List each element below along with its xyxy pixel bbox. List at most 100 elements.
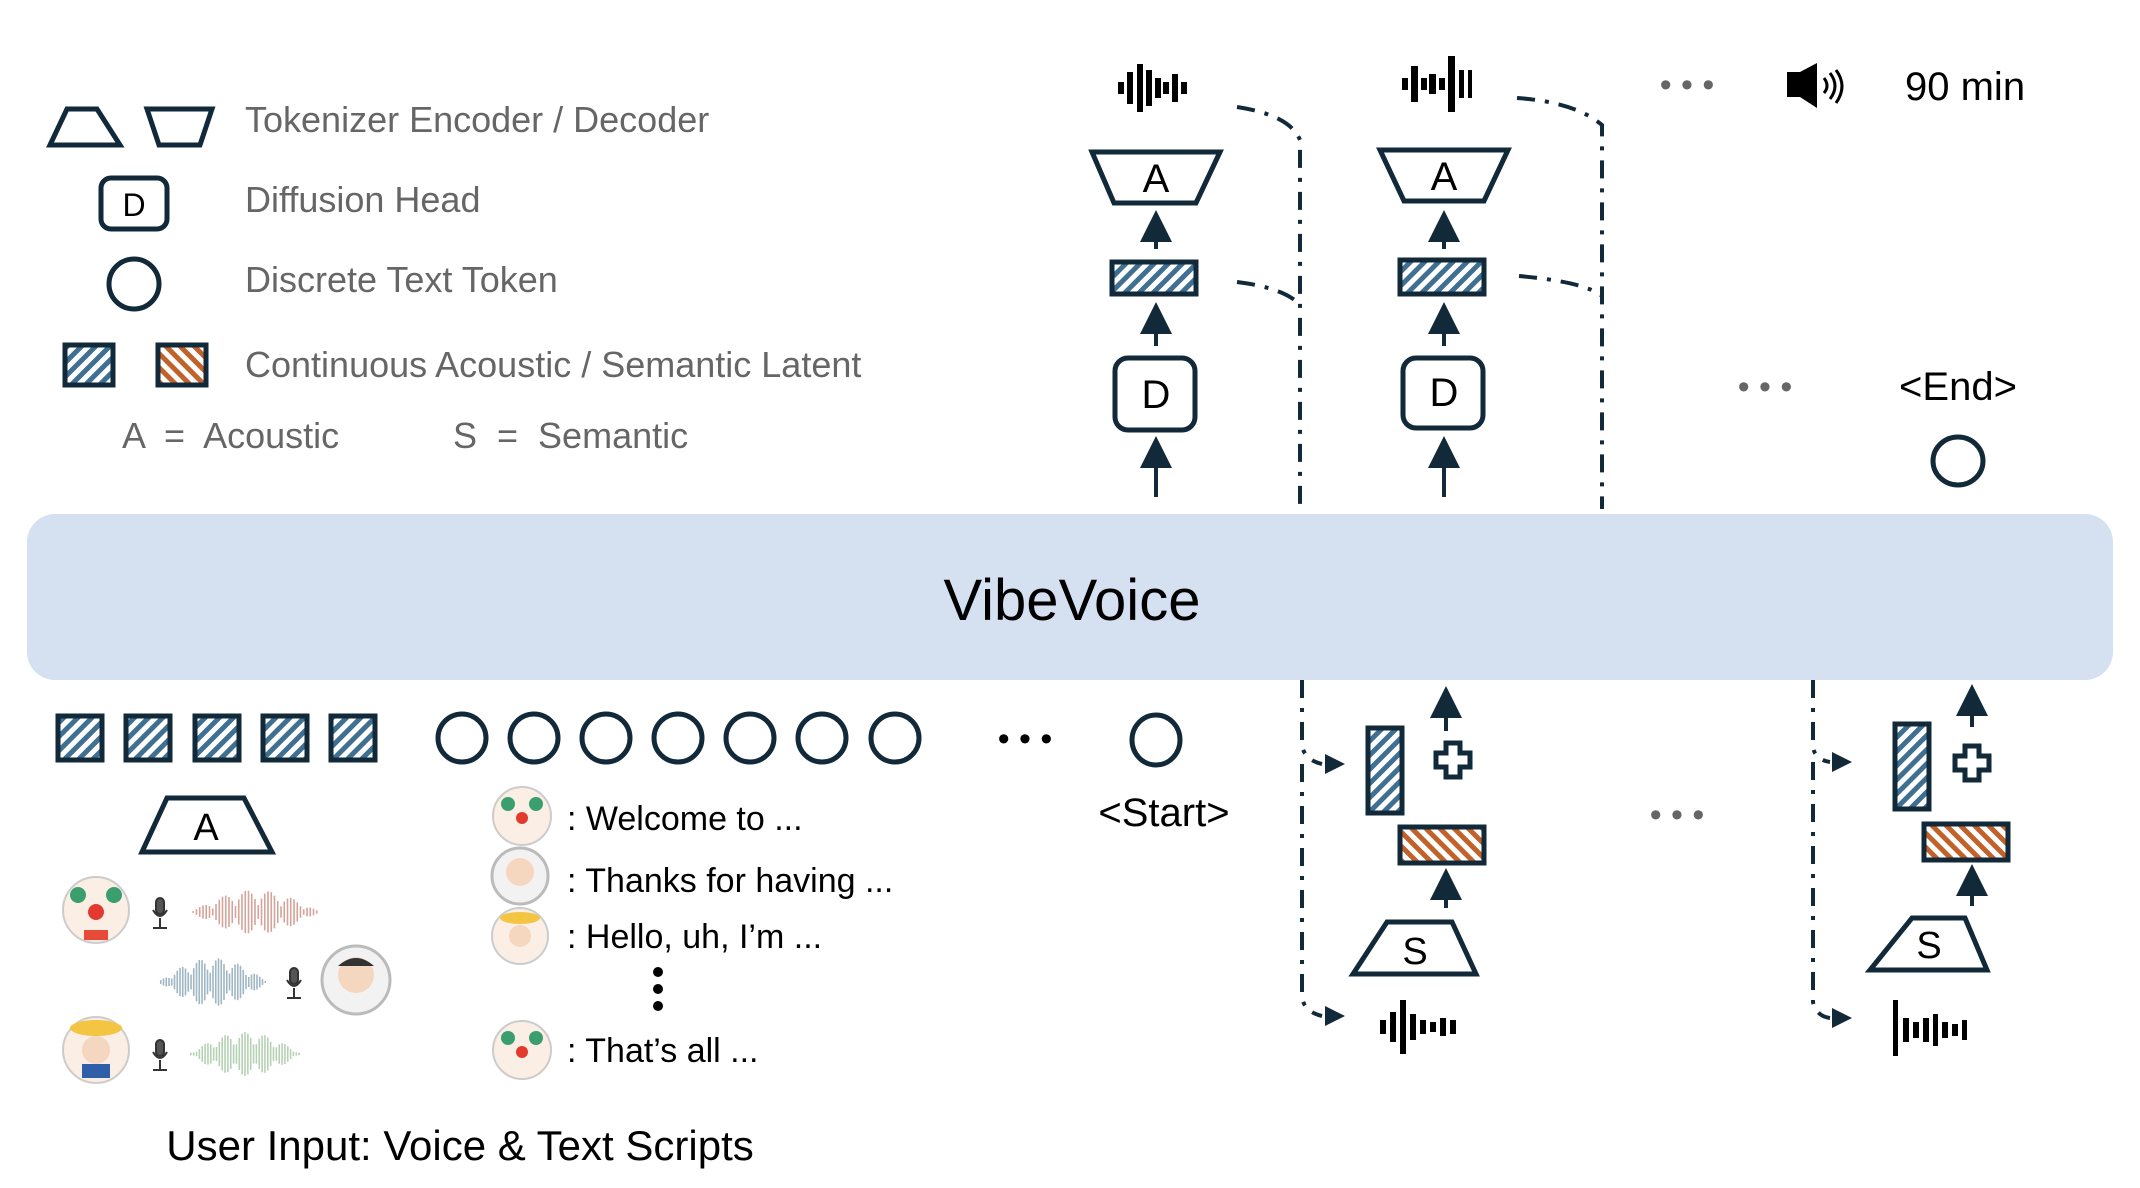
semantic-encoder-label: S [1402, 931, 1427, 973]
waveform-astronaut [159, 958, 267, 1006]
script-text: : Welcome to ... [567, 800, 803, 838]
legend-decoder-icon [143, 106, 216, 148]
acoustic-latent-token [123, 713, 173, 763]
text-token [579, 711, 633, 765]
acoustic-latent [1892, 721, 1932, 812]
acoustic-latent-token [260, 713, 310, 763]
semantic-latent [1397, 824, 1487, 866]
legend-acoustic-latent-icon [62, 342, 116, 388]
arrow-head [1325, 754, 1345, 774]
semantic-encoder: S [1864, 915, 1991, 973]
end-token-label: <End> [1899, 365, 2017, 409]
arrow-head [1832, 1008, 1852, 1028]
microphone-icon [152, 1039, 168, 1071]
legend-semantic-latent-icon [155, 342, 209, 388]
voice-latent-tokens [55, 713, 378, 763]
script-line: : That’s all ... [492, 1020, 759, 1080]
feedback-line [1300, 680, 1323, 766]
acoustic-latent-token [55, 713, 105, 763]
legend-acoustic-def: A = Acoustic [122, 415, 339, 456]
arrow-head [1325, 1006, 1345, 1026]
acoustic-decoder: A [1088, 149, 1224, 206]
legend-tokenizer-label: Tokenizer Encoder / Decoder [245, 99, 709, 140]
feedback-line [1300, 764, 1323, 1018]
end-token [1930, 434, 1986, 488]
plus-icon [1433, 740, 1473, 780]
text-token [723, 711, 777, 765]
waveform-icon [1402, 56, 1472, 112]
script-line: : Hello, uh, I’m ... [491, 907, 822, 965]
plus-icon [1952, 743, 1992, 783]
input-column-1: S [1300, 680, 1487, 1054]
script-text: : Thanks for having ... [567, 862, 893, 900]
model-name: VibeVoice [944, 568, 1201, 633]
duration-label: 90 min [1905, 65, 2025, 109]
arrow-head [1832, 752, 1852, 772]
legend-text-token-icon [106, 256, 162, 312]
acoustic-decoder: A [1376, 147, 1512, 204]
legend-encoder-icon [46, 106, 125, 148]
waveform-icon [1118, 64, 1187, 112]
legend-diffusion-glyph: D [122, 187, 145, 223]
script-list: : Welcome to ... : Thanks for having ...… [490, 786, 893, 1080]
legend-semantic-def: S = Semantic [453, 415, 688, 456]
text-token [507, 711, 561, 765]
acoustic-decoder-label: A [1431, 155, 1458, 199]
script-line: : Welcome to ... [492, 786, 803, 846]
waveform-icon [1893, 1000, 1967, 1056]
waveform-farmer [190, 1032, 300, 1076]
acoustic-latent [1109, 259, 1199, 297]
diffusion-head-label: D [1430, 371, 1459, 415]
text-token [651, 711, 705, 765]
acoustic-latent-token [192, 713, 242, 763]
voice-prompt-astronaut [159, 944, 392, 1016]
acoustic-latent [1397, 257, 1487, 297]
output-column-1: A D [1088, 64, 1224, 497]
legend-diffusion-icon: D [98, 175, 170, 232]
legend-text-token-label: Discrete Text Token [245, 259, 558, 300]
input-column-2: S [1811, 680, 2011, 1056]
diffusion-head: D [1112, 355, 1198, 433]
voice-prompt-clown [62, 876, 318, 944]
feedback-line [1236, 105, 1302, 509]
speaker-icon [1787, 63, 1844, 108]
output-column-2: A D [1376, 56, 1512, 497]
vibevoice-model: VibeVoice [27, 514, 2113, 680]
legend: Tokenizer Encoder / Decoder D Diffusion … [46, 99, 861, 456]
script-text: : That’s all ... [567, 1032, 759, 1070]
text-token [868, 711, 922, 765]
legend-diffusion-label: Diffusion Head [245, 179, 480, 220]
waveform-icon [1380, 1000, 1456, 1054]
acoustic-latent-token [328, 713, 378, 763]
acoustic-decoder-label: A [1143, 157, 1170, 201]
acoustic-encoder: A [138, 795, 277, 855]
text-tokens [435, 711, 922, 765]
feedback-line [1518, 274, 1604, 298]
feedback-line [1516, 96, 1604, 509]
script-line: : Thanks for having ... [490, 846, 893, 906]
text-token [795, 711, 849, 765]
feedback-line [1811, 680, 1831, 764]
semantic-encoder-label: S [1916, 925, 1941, 967]
start-token-label: <Start> [1098, 791, 1229, 835]
semantic-latent [1921, 821, 2011, 863]
voice-prompt-farmer [62, 1016, 300, 1084]
diffusion-head: D [1400, 355, 1486, 431]
vertical-ellipsis [653, 967, 663, 1011]
semantic-encoder: S [1348, 919, 1480, 977]
diffusion-head-label: D [1142, 373, 1171, 417]
script-text: : Hello, uh, I’m ... [567, 918, 822, 956]
microphone-icon [286, 967, 302, 999]
output-ellipsis: • • • [1738, 368, 1793, 406]
microphone-icon [152, 897, 168, 929]
legend-latent-label: Continuous Acoustic / Semantic Latent [245, 344, 861, 385]
text-token [435, 711, 489, 765]
input-ellipsis: • • • [998, 720, 1053, 758]
waveform-clown [192, 890, 318, 934]
acoustic-encoder-label: A [193, 807, 219, 849]
input-ellipsis: • • • [1650, 796, 1705, 834]
output-ellipsis: • • • [1660, 66, 1715, 104]
feedback-line [1811, 762, 1831, 1020]
input-caption: User Input: Voice & Text Scripts [166, 1122, 754, 1169]
